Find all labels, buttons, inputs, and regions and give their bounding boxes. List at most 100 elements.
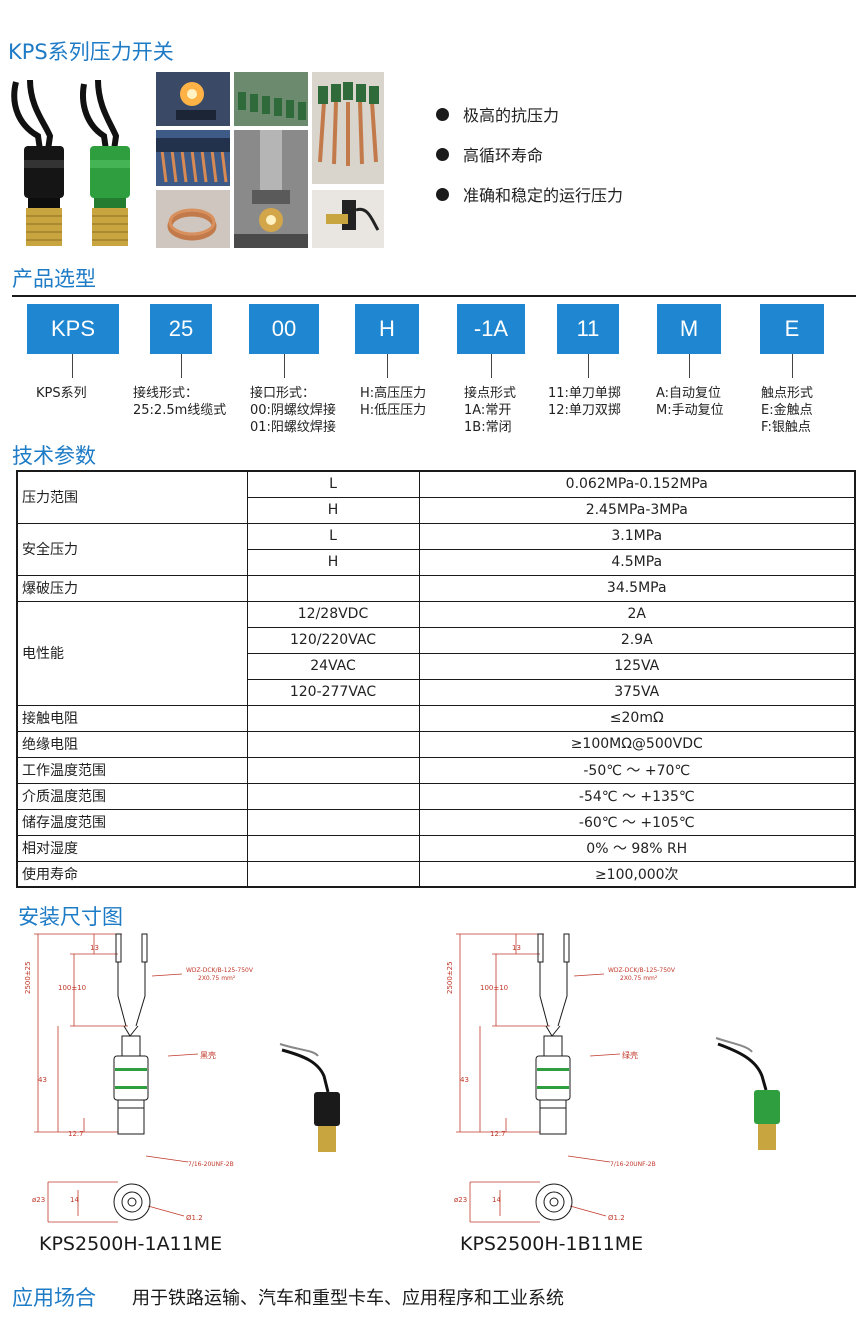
param-name: 相对湿度 [16, 834, 248, 862]
param-value: -60℃ ～ +105℃ [418, 808, 856, 836]
dim-label: Ø1.2 [186, 1214, 203, 1222]
code-box: KPS [27, 304, 119, 354]
param-name: 绝缘电阻 [16, 730, 248, 758]
table-row: 工作温度范围 -50℃ ～ +70℃ [16, 756, 856, 784]
section-divider [12, 295, 856, 297]
cable-note: 2X0.75 mm² [620, 975, 658, 982]
bullet-icon [436, 107, 449, 121]
param-value: -54℃ ～ +135℃ [418, 782, 856, 810]
section-title-install: 安装尺寸图 [18, 905, 123, 929]
thread-note: 7/16-20UNF-2B [610, 1161, 656, 1168]
dim-label: 12.7 [68, 1130, 84, 1138]
code-box: 00 [249, 304, 319, 354]
code-connector [72, 354, 73, 378]
switch-thread [318, 1126, 336, 1152]
table-row: H 2.45MPa-3MPa [17, 496, 856, 524]
param-value: 2A [418, 600, 856, 628]
section-title-specs: 技术参数 [12, 444, 96, 468]
code-connector [588, 354, 589, 378]
param-condition: L [246, 522, 420, 550]
manufacturing-photo-grid [156, 72, 384, 248]
shell-note: 绿壳 [622, 1050, 638, 1060]
photo-copper-tubes [312, 72, 384, 184]
feature-item: 准确和稳定的运行压力 [436, 174, 623, 214]
switch-body [754, 1090, 780, 1124]
shell-note: 黑壳 [200, 1050, 216, 1060]
table-row: 压力范围 L 0.062MPa-0.152MPa [16, 470, 856, 524]
cable-note: 2X0.75 mm² [198, 975, 236, 982]
param-condition: 24VAC [246, 652, 420, 680]
bullet-icon [436, 147, 449, 161]
param-value: 0% ～ 98% RH [418, 834, 856, 862]
table-row: 使用寿命 ≥100,000次 [16, 860, 856, 888]
table-row: 24VAC 125VA [17, 652, 856, 680]
table-row: 电性能 12/28VDC 2A [16, 600, 856, 706]
param-condition: L [246, 470, 420, 498]
feature-item: 极高的抗压力 [436, 94, 623, 134]
code-connector [284, 354, 285, 378]
bullet-icon [436, 187, 449, 201]
photo-welding [156, 72, 230, 126]
param-name: 电性能 [16, 600, 248, 706]
param-value: 125VA [418, 652, 856, 680]
table-row: 接触电阻 ≤20mΩ [16, 704, 856, 732]
param-value: 3.1MPa [418, 522, 856, 550]
dimension-drawing-1: 2500±25 100±10 13 43 12.7 ø23 14 Ø1.2 WD… [24, 933, 340, 1223]
param-condition [246, 574, 420, 602]
param-value: -50℃ ～ +70℃ [418, 756, 856, 784]
code-connector [689, 354, 690, 378]
switch-body [314, 1092, 340, 1126]
param-value: 375VA [418, 678, 856, 706]
param-condition: 120/220VAC [246, 626, 420, 654]
section-title-application: 应用场合 [12, 1286, 96, 1310]
page-title: KPS系列压力开关 [8, 40, 174, 64]
code-box: E [760, 304, 824, 354]
table-row: 储存温度范围 -60℃ ～ +105℃ [16, 808, 856, 836]
param-condition [246, 860, 420, 888]
drawing-caption: KPS2500H-1A11ME [39, 1233, 223, 1255]
photo-copper-coil [156, 190, 230, 248]
code-description: 接线形式： 25:2.5m线缆式 [133, 386, 227, 418]
param-condition [246, 730, 420, 758]
dim-label: 14 [492, 1196, 501, 1204]
param-condition: 12/28VDC [246, 600, 420, 628]
param-value: ≥100MΩ@500VDC [418, 730, 856, 758]
code-box: 11 [557, 304, 619, 354]
code-box: 25 [150, 304, 212, 354]
photo-machine [234, 130, 308, 248]
code-description: A:自动复位 M:手动复位 [656, 386, 724, 418]
code-box: H [355, 304, 419, 354]
photo-assembly-line [234, 72, 308, 126]
param-name: 工作温度范围 [16, 756, 248, 784]
code-description: KPS系列 [36, 386, 87, 401]
dim-label: 12.7 [490, 1130, 506, 1138]
code-description: 触点形式 E:金触点 F:银触点 [761, 386, 814, 435]
application-text: 用于铁路运输、汽车和重型卡车、应用程序和工业系统 [132, 1288, 564, 1309]
param-name: 使用寿命 [16, 860, 248, 888]
param-condition [246, 834, 420, 862]
table-row: 介质温度范围 -54℃ ～ +135℃ [16, 782, 856, 810]
param-name: 压力范围 [16, 470, 248, 524]
param-value: 2.9A [418, 626, 856, 654]
dim-label: 2500±25 [446, 961, 454, 994]
spec-table: 压力范围 L 0.062MPa-0.152MPa H 2.45MPa-3MPa … [16, 470, 856, 888]
param-condition: H [246, 496, 420, 524]
table-row: 相对湿度 0% ～ 98% RH [16, 834, 856, 862]
cable-note: WDZ-DCK/B-125-750V [608, 967, 676, 974]
param-name: 接触电阻 [16, 704, 248, 732]
param-condition [246, 808, 420, 836]
dim-label: 2500±25 [24, 961, 32, 994]
table-row: 绝缘电阻 ≥100MΩ@500VDC [16, 730, 856, 758]
code-connector [181, 354, 182, 378]
param-condition: H [246, 548, 420, 576]
table-row: 120-277VAC 375VA [17, 678, 856, 706]
dim-label: ø23 [454, 1196, 467, 1204]
section-title-selection: 产品选型 [12, 267, 96, 291]
feature-item: 高循环寿命 [436, 134, 623, 174]
dim-label: 43 [38, 1076, 47, 1084]
param-condition [246, 782, 420, 810]
param-name: 介质温度范围 [16, 782, 248, 810]
dim-label: Ø1.2 [608, 1214, 625, 1222]
dim-label: 14 [70, 1196, 79, 1204]
table-row: 120/220VAC 2.9A [17, 626, 856, 654]
